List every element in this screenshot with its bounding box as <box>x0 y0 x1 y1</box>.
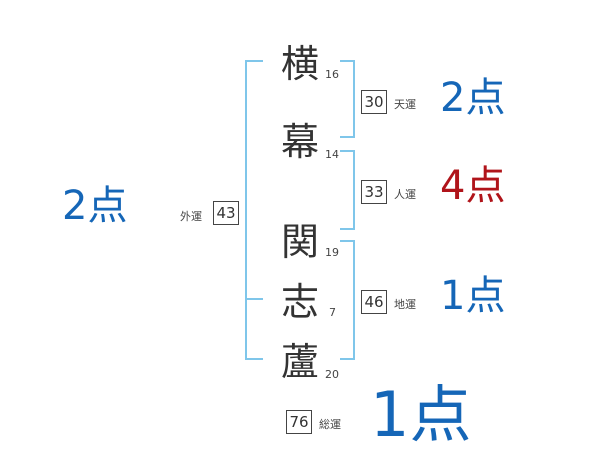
chi-bracket-bottom <box>340 358 355 360</box>
stroke-count-5: 20 <box>325 368 339 381</box>
jin-bracket-bottom <box>340 228 355 230</box>
stroke-count-2: 14 <box>325 148 339 161</box>
name-char-4: 志 <box>280 280 319 324</box>
gai-un-value: 43 <box>213 201 239 225</box>
chi-bracket-vertical <box>353 240 355 360</box>
outer-bracket-vertical <box>245 60 247 360</box>
gai-un-score: 2点 <box>62 183 128 229</box>
ten-bracket-top <box>340 60 355 62</box>
outer-bracket-bottom <box>245 358 263 360</box>
jin-un-value: 33 <box>361 180 387 204</box>
jin-bracket-top <box>340 150 355 152</box>
stroke-count-1: 16 <box>325 68 339 81</box>
jin-bracket-vertical <box>353 150 355 230</box>
name-char-3: 関 <box>280 220 319 264</box>
stroke-count-3: 19 <box>325 246 339 259</box>
name-char-1: 横 <box>280 42 319 86</box>
outer-bracket-top <box>245 60 263 62</box>
sou-un-score: 1点 <box>370 378 472 451</box>
ten-bracket-vertical <box>353 60 355 138</box>
jin-un-score: 4点 <box>440 163 506 209</box>
ten-un-label: 天運 <box>394 98 416 111</box>
stroke-count-4: 7 <box>329 306 336 319</box>
name-char-5: 蘆 <box>280 340 319 384</box>
gai-un-label: 外運 <box>180 210 202 223</box>
outer-bracket-mid <box>245 298 263 300</box>
ten-un-score: 2点 <box>440 75 506 121</box>
name-char-2: 幕 <box>280 120 319 164</box>
ten-un-value: 30 <box>361 90 387 114</box>
jin-un-label: 人運 <box>394 188 416 201</box>
sou-un-label: 総運 <box>319 418 341 431</box>
chi-bracket-top <box>340 240 355 242</box>
sou-un-value: 76 <box>286 410 312 434</box>
chi-un-value: 46 <box>361 290 387 314</box>
chi-un-label: 地運 <box>394 298 416 311</box>
chi-un-score: 1点 <box>440 273 506 319</box>
ten-bracket-bottom <box>340 136 355 138</box>
